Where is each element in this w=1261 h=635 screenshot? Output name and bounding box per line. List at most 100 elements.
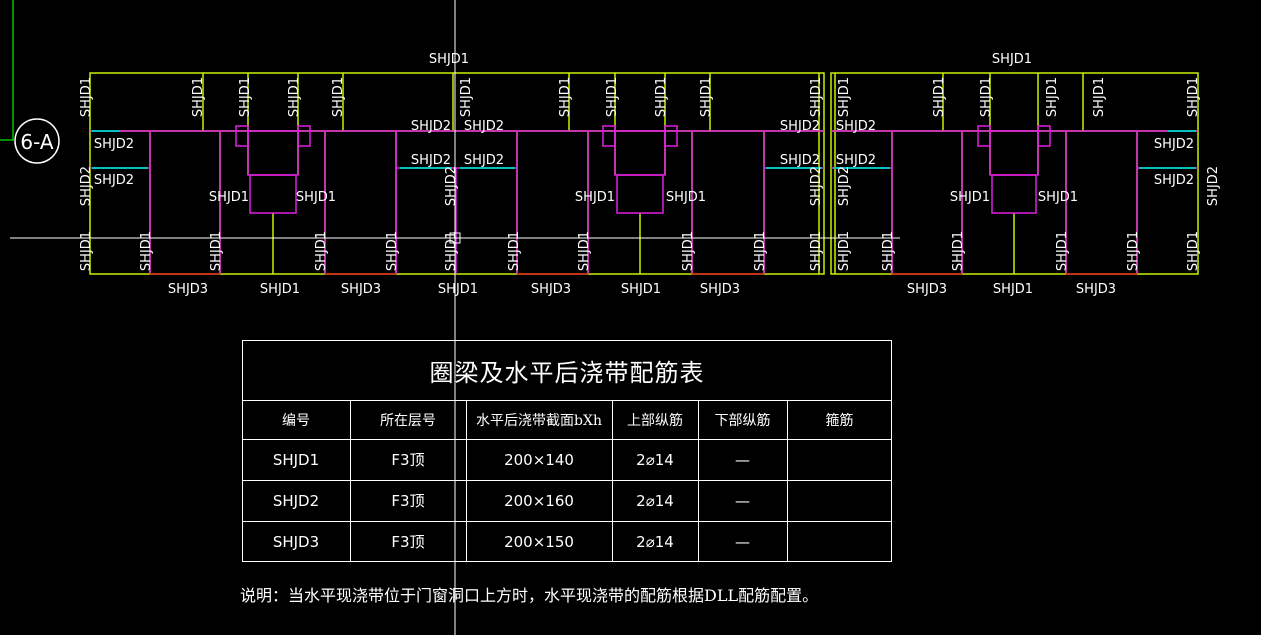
table-cell: 2⌀14 [636, 450, 674, 469]
table-cell: SHJD2 [272, 491, 320, 510]
table-grid [242, 340, 892, 562]
beam-label-shjd2: SHJD2 [836, 119, 876, 134]
beam-label-shjd1: SHJD1 [809, 231, 824, 271]
beam-label-shjd1: SHJD1 [979, 77, 994, 117]
beam-label-shjd1: SHJD1 [558, 77, 573, 117]
table-cell: SHJD3 [272, 532, 320, 551]
beam-label-shjd1: SHJD1 [1186, 77, 1201, 117]
beam-label-shjd2: SHJD2 [809, 166, 824, 206]
beam-label-shjd1: SHJD1 [992, 52, 1032, 67]
beam-label-shjd1: SHJD1 [459, 77, 474, 117]
beam-label-shjd1: SHJD1 [191, 77, 206, 117]
grid-axis-bubble [14, 118, 60, 164]
beam-label-shjd1: SHJD1 [681, 231, 696, 271]
beam-label-shjd2: SHJD2 [411, 119, 451, 134]
beam-label-shjd2: SHJD2 [411, 153, 451, 168]
beam-label-shjd1: SHJD1 [260, 282, 300, 297]
beam-label-shjd2: SHJD2 [837, 166, 852, 206]
wall-outline [89, 72, 1199, 275]
beam-label-shjd1: SHJD1 [605, 77, 620, 117]
beam-label-shjd2: SHJD2 [1154, 137, 1194, 152]
table-cell [787, 480, 892, 521]
grid-axis-label: 6-A [20, 130, 54, 154]
beam-label-shjd2: SHJD2 [1206, 166, 1221, 206]
table-header-cell: 下部纵筋 [714, 412, 771, 429]
beam-label-shjd1: SHJD1 [79, 77, 94, 117]
beam-label-shjd1: SHJD1 [287, 77, 302, 117]
partition-lines [90, 125, 1198, 274]
beam-label-shjd1: SHJD1 [837, 77, 852, 117]
beam-label-shjd1: SHJD1 [753, 231, 768, 271]
beam-label-shjd1: SHJD1 [331, 77, 346, 117]
beam-label-shjd3: SHJD3 [531, 282, 571, 297]
beam-label-shjd2: SHJD2 [444, 166, 459, 206]
table-cell [787, 521, 892, 562]
beam-label-shjd1: SHJD1 [932, 77, 947, 117]
table-cell: F3顶 [391, 492, 425, 510]
beam-label-shjd2: SHJD2 [836, 153, 876, 168]
crosshair-cursor [10, 0, 900, 635]
beam-label-shjd1: SHJD1 [1126, 231, 1141, 271]
axis-leader-line [0, 0, 14, 141]
beam-label-shjd1: SHJD1 [951, 231, 966, 271]
beam-label-shjd3: SHJD3 [168, 282, 208, 297]
beam-label-shjd1: SHJD1 [385, 231, 400, 271]
beam-label-shjd1: SHJD1 [577, 231, 592, 271]
beam-label-shjd2: SHJD2 [780, 153, 820, 168]
beam-label-shjd2: SHJD2 [1154, 173, 1194, 188]
table-cell: 2⌀14 [636, 532, 674, 551]
beam-label-shjd1: SHJD1 [507, 231, 522, 271]
beam-label-shjd1: SHJD1 [1055, 231, 1070, 271]
table-cell: F3顶 [391, 451, 425, 469]
note-text: 说明：当水平现浇带位于门窗洞口上方时，水平现浇带的配筋根据DLL配筋配置。 [240, 586, 819, 605]
beam-label-shjd1: SHJD1 [837, 231, 852, 271]
table-cell: 200×160 [504, 491, 574, 510]
beam-label-shjd1: SHJD1 [666, 190, 706, 205]
table-cell: F3顶 [391, 533, 425, 551]
beam-label-shjd1: SHJD1 [809, 77, 824, 117]
beam-label-shjd2: SHJD2 [780, 119, 820, 134]
beam-label-shjd1: SHJD1 [654, 77, 669, 117]
table-title: 圈梁及水平后浇带配筋表 [429, 358, 705, 387]
beam-label-shjd1: SHJD1 [1045, 77, 1060, 117]
teal-marks [92, 130, 1196, 169]
table-cell: — [735, 450, 750, 469]
table-cell: 200×140 [504, 450, 574, 469]
beam-label-shjd1: SHJD1 [79, 231, 94, 271]
reinforcement-table: 圈梁及水平后浇带配筋表 编号 所在层号 水平后浇带截面bXh 上部纵筋 下部纵筋 箍筋 SH… [242, 340, 892, 562]
beam-label-shjd3: SHJD3 [907, 282, 947, 297]
beam-label-shjd1: SHJD1 [438, 282, 478, 297]
beam-label-shjd1: SHJD1 [296, 190, 336, 205]
beam-label-shjd1: SHJD1 [429, 52, 469, 67]
beam-label-shjd1: SHJD1 [621, 282, 661, 297]
beam-label-shjd1: SHJD1 [1092, 77, 1107, 117]
table-cell [787, 439, 892, 480]
table-header-cell: 编号 [282, 412, 310, 429]
beam-label-shjd1: SHJD1 [950, 190, 990, 205]
table-header-cell: 所在层号 [380, 412, 436, 429]
beam-label-shjd3: SHJD3 [341, 282, 381, 297]
beam-label-shjd1: SHJD1 [314, 231, 329, 271]
table-header-cell: 上部纵筋 [627, 412, 683, 429]
beam-label-shjd1: SHJD1 [238, 77, 253, 117]
beam-label-shjd2: SHJD2 [79, 166, 94, 206]
beam-label-shjd1: SHJD1 [881, 231, 896, 271]
table-cell: 2⌀14 [636, 491, 674, 510]
beam-label-shjd3: SHJD3 [700, 282, 740, 297]
beam-label-shjd1: SHJD1 [993, 282, 1033, 297]
beam-label-shjd3: SHJD3 [1076, 282, 1116, 297]
table-cell: — [735, 532, 750, 551]
beam-label-shjd1: SHJD1 [444, 231, 459, 271]
beam-label-shjd2: SHJD2 [464, 153, 504, 168]
table-header-cell: 水平后浇带截面bXh [476, 412, 602, 429]
beam-label-shjd1: SHJD1 [1186, 231, 1201, 271]
beam-label-shjd1: SHJD1 [139, 231, 154, 271]
beam-label-shjd2: SHJD2 [464, 119, 504, 134]
table-header-cell: 箍筋 [825, 412, 854, 429]
table-cell: — [735, 491, 750, 510]
beam-label-shjd1: SHJD1 [209, 231, 224, 271]
table-cell: SHJD1 [272, 450, 320, 469]
beam-label-shjd1: SHJD1 [575, 190, 615, 205]
